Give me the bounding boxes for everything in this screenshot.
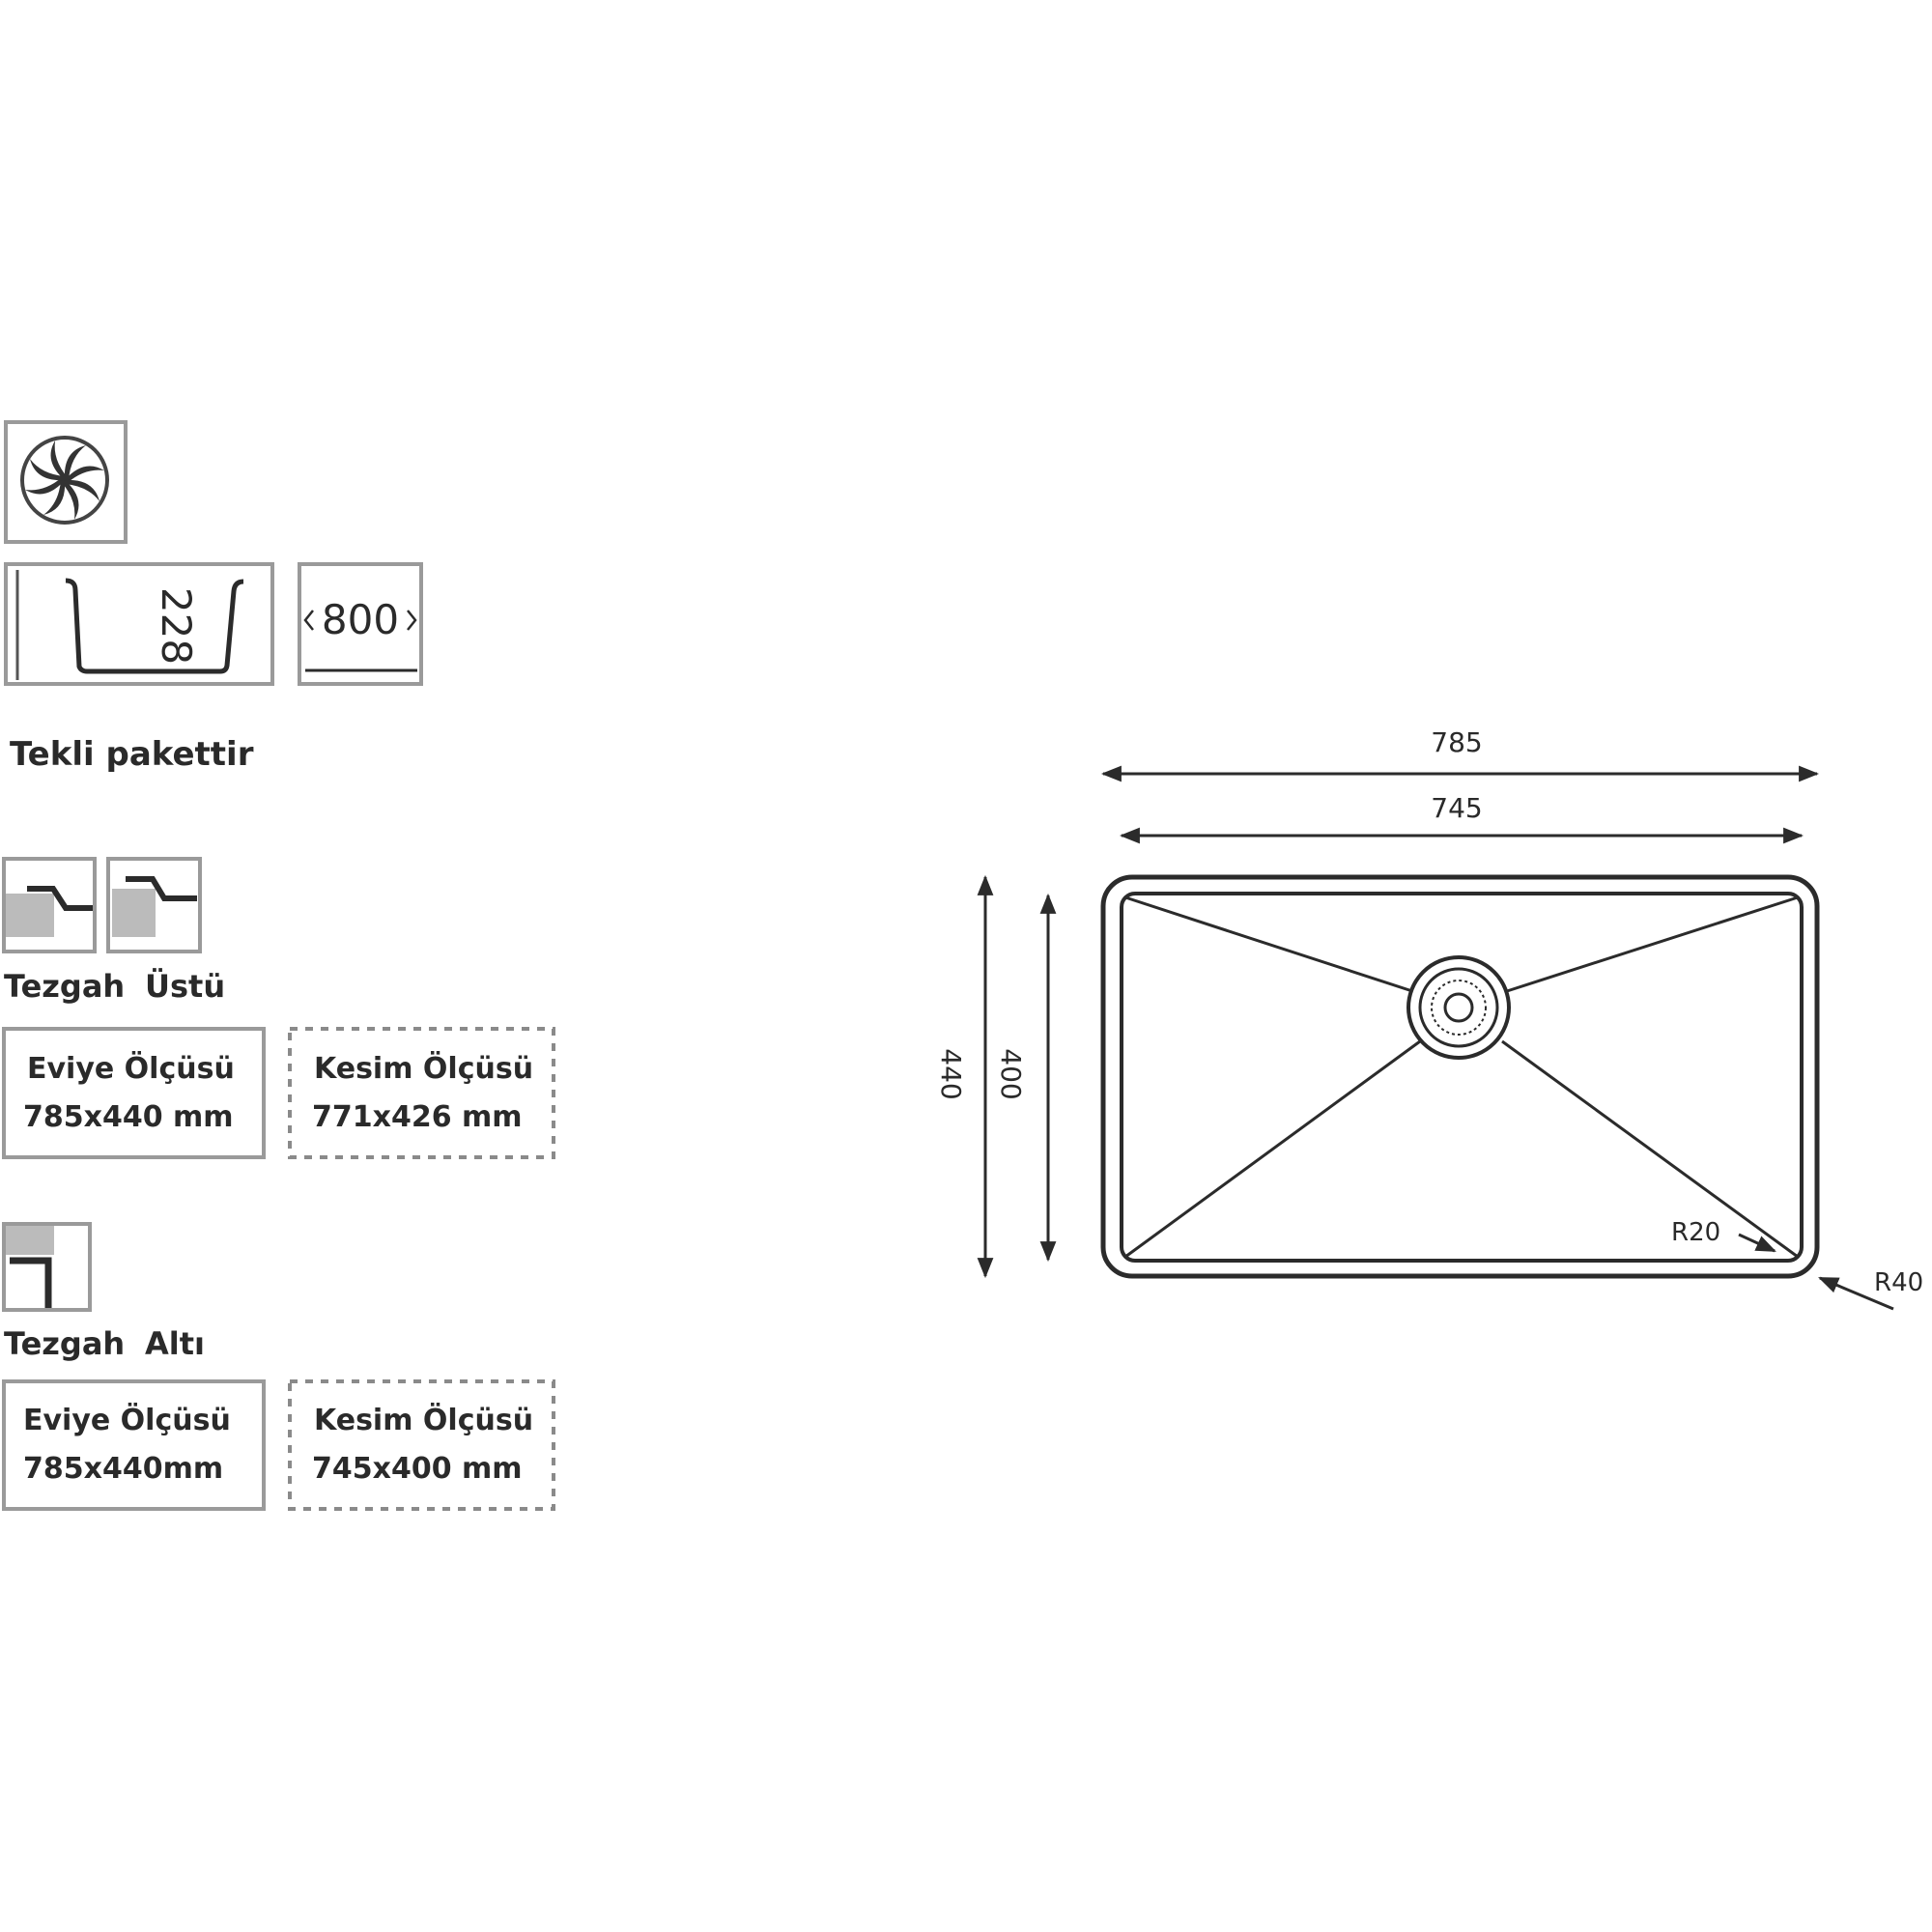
inner-height-label: 400	[995, 1048, 1027, 1099]
cabinet-width-value: 800	[322, 596, 399, 643]
outer-radius-leader	[1818, 1276, 1894, 1311]
depth-icon	[4, 562, 274, 686]
top-mount-cutout-label: Kesim Ölçüsü	[314, 1050, 533, 1086]
sink-bowl	[1120, 892, 1804, 1263]
top-mount-cutout-value: 771x426 mm	[312, 1100, 523, 1134]
top-mount-cutout-box	[288, 1027, 555, 1159]
top-mount-title-word1: Tezgah	[4, 968, 125, 1005]
top-mount-sink-size-label: Eviye Ölçüsü	[27, 1050, 235, 1086]
drain-icon	[1406, 955, 1511, 1060]
top-mount-sink-size-box	[2, 1027, 266, 1159]
under-mount-title-word1: Tezgah	[4, 1325, 125, 1362]
sink-outer-rim	[1100, 874, 1820, 1279]
under-mount-title-word2: Altı	[145, 1325, 205, 1362]
under-mount-cutout-value: 745x400 mm	[312, 1452, 523, 1486]
cabinet-width-icon	[298, 562, 423, 686]
top-mount-icon	[2, 857, 202, 953]
outer-height-label: 440	[935, 1048, 967, 1099]
bowl-slope-lines	[1124, 895, 1799, 1259]
under-mount-sink-size-value: 785x440mm	[23, 1452, 223, 1486]
chevron-right-icon	[407, 610, 417, 631]
packaging-note: Tekli pakettir	[10, 735, 254, 774]
top-mount-title-word2: Üstü	[145, 968, 225, 1005]
inner-radius-leader	[1738, 1233, 1776, 1253]
depth-value: 228	[153, 587, 200, 665]
under-mount-sink-size-box	[2, 1379, 266, 1511]
inner-radius-label: R20	[1671, 1218, 1720, 1247]
under-mount-cutout-label: Kesim Ölçüsü	[314, 1402, 533, 1437]
chevron-left-icon	[303, 610, 314, 631]
under-mount-icon	[2, 1222, 92, 1312]
under-mount-cutout-box	[288, 1379, 555, 1511]
inner-width-label: 745	[1431, 792, 1482, 824]
sink-plan-drawing	[977, 765, 1894, 1311]
strainer-icon	[4, 420, 128, 544]
under-mount-sink-size-label: Eviye Ölçüsü	[23, 1402, 231, 1437]
outer-radius-label: R40	[1874, 1268, 1923, 1297]
top-mount-sink-size-value: 785x440 mm	[23, 1100, 234, 1134]
outer-width-label: 785	[1431, 726, 1482, 758]
